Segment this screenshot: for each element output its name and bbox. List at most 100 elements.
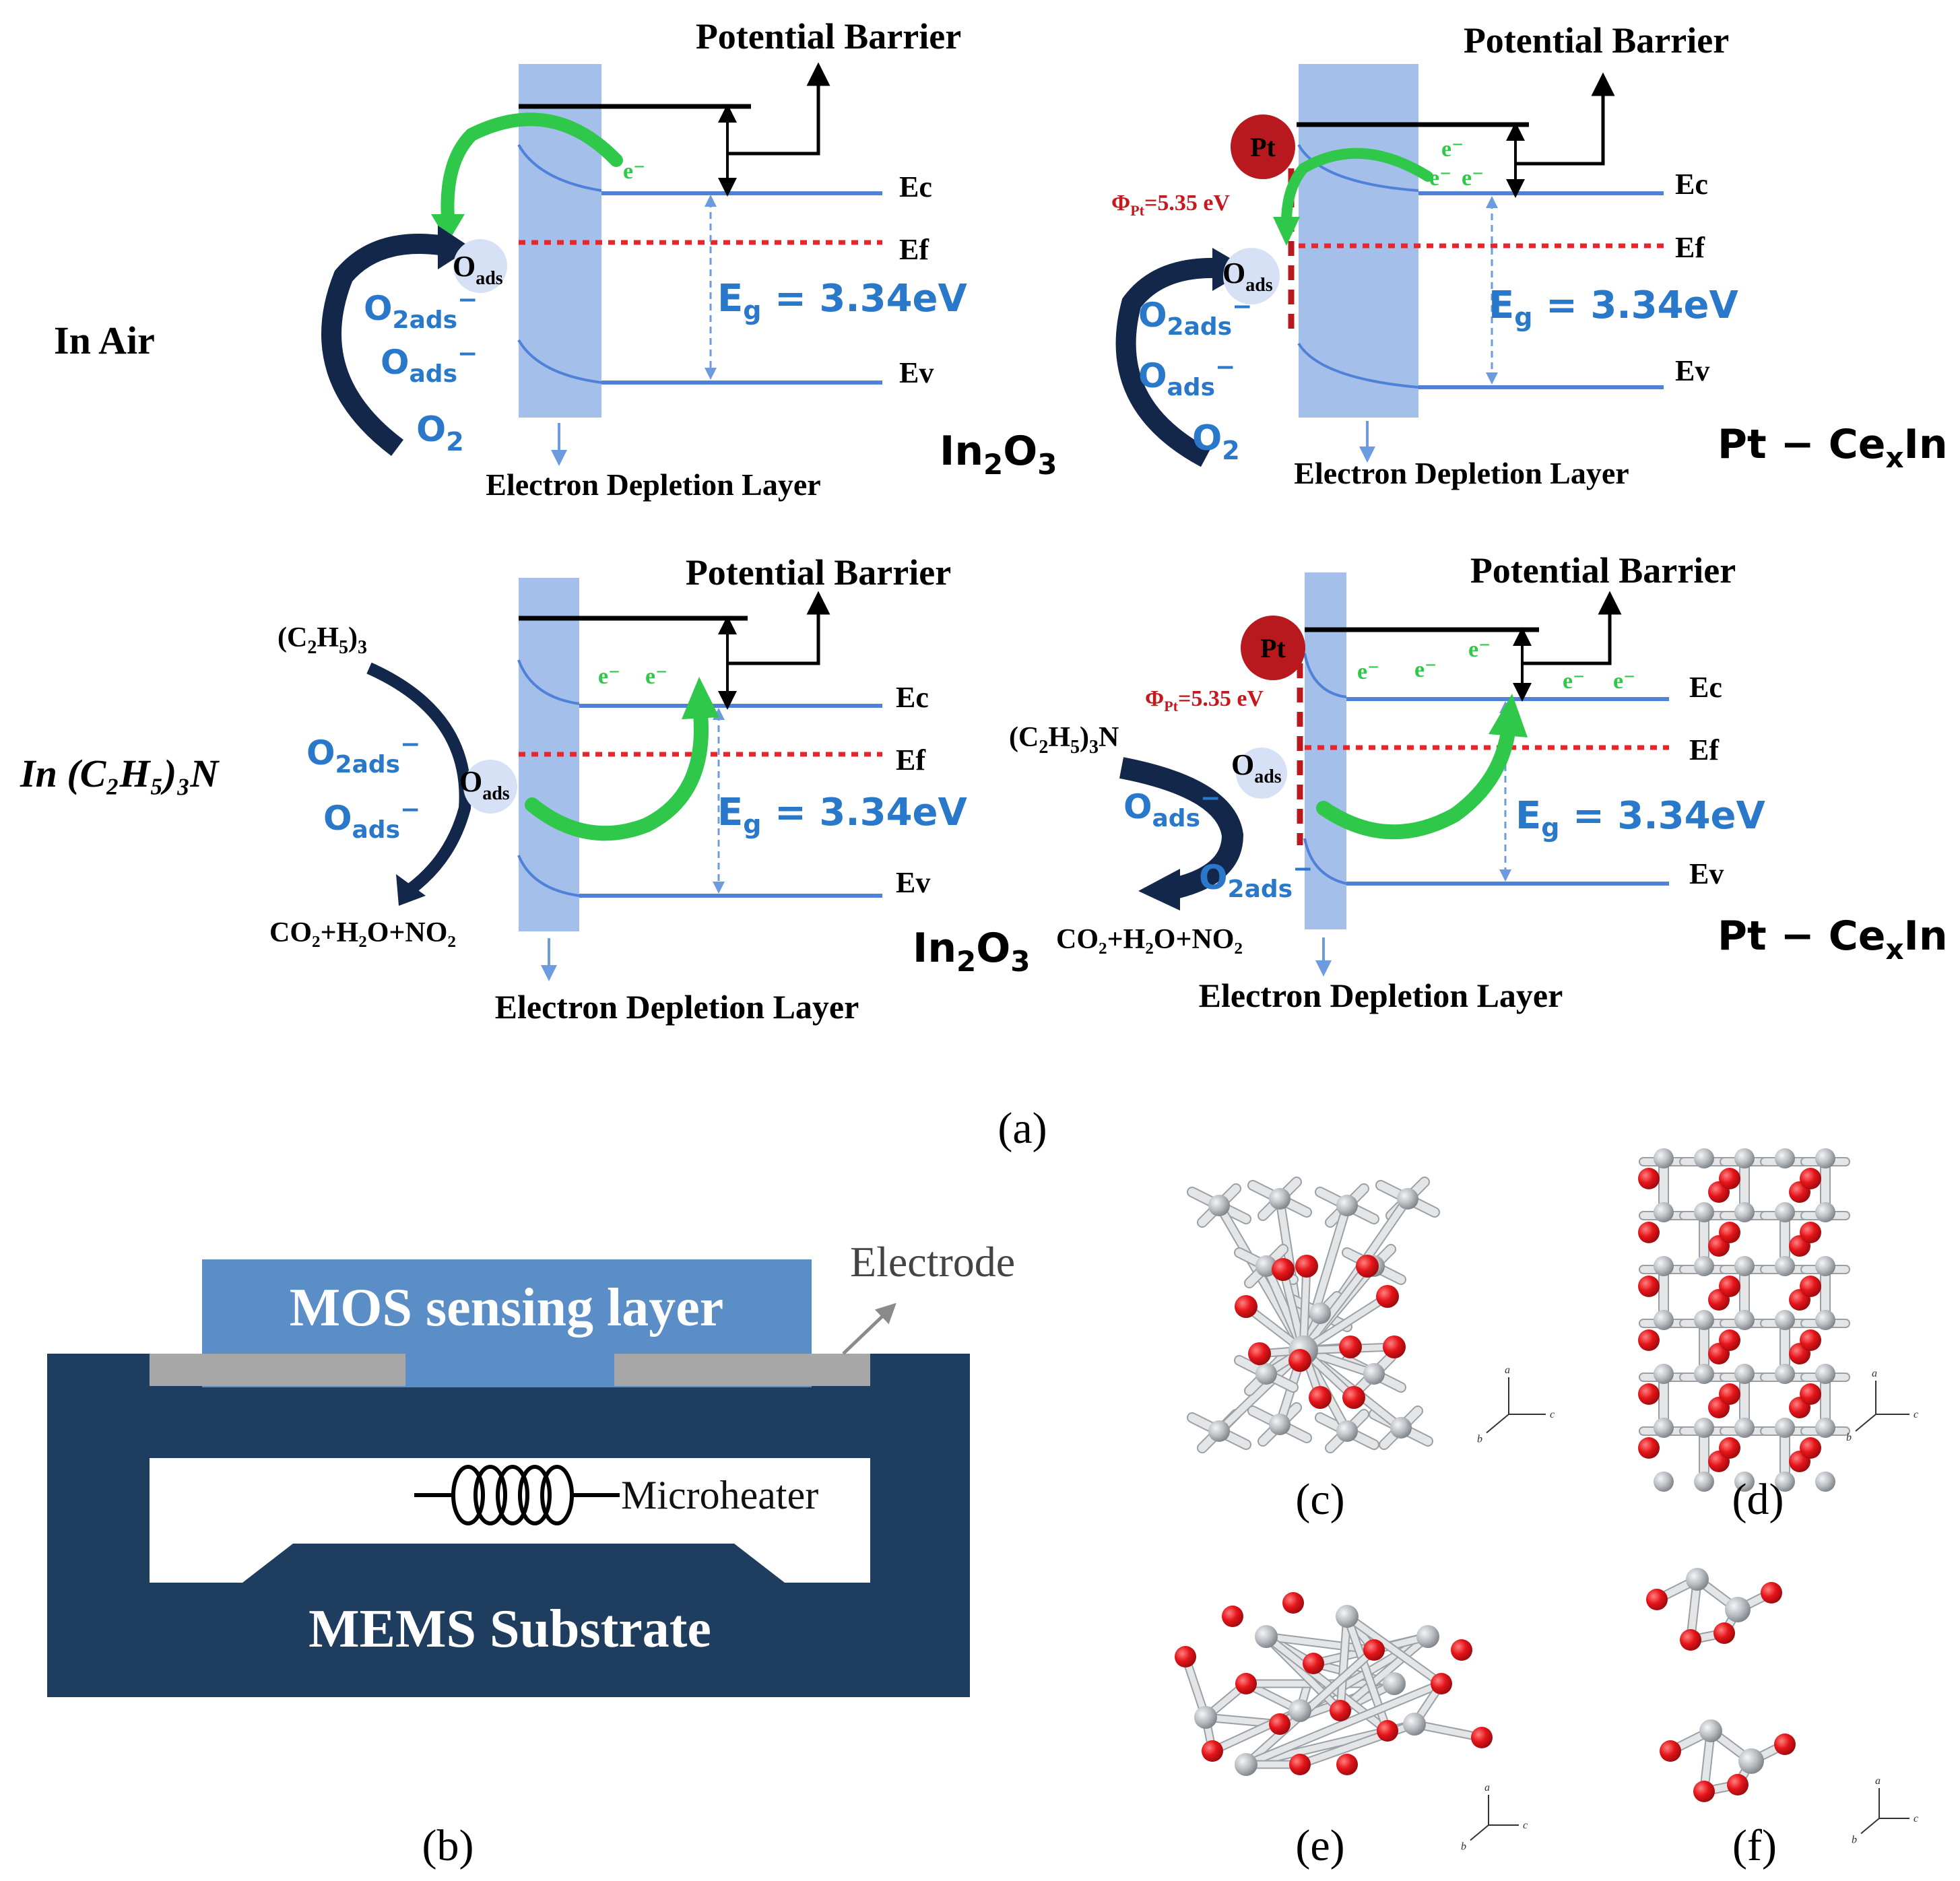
axis-triad: abc xyxy=(1461,1782,1528,1853)
barrier-pointer xyxy=(727,62,830,156)
axis-label-b: b xyxy=(1477,1434,1482,1445)
metal-atom xyxy=(1738,1748,1764,1774)
depletion-layer xyxy=(1299,64,1418,418)
electron-label: e⁻ xyxy=(1441,137,1464,162)
oxygen-atom xyxy=(1272,1258,1295,1281)
metal-atom xyxy=(1288,1699,1311,1722)
bandgap-label: Eg = 3.34eV xyxy=(1489,284,1739,332)
oxygen-atom xyxy=(1638,1276,1660,1297)
metal-atom xyxy=(1734,1364,1755,1384)
band-bend-ec xyxy=(517,144,602,192)
oxygen-atom xyxy=(1330,1700,1351,1721)
metal-atom xyxy=(1815,1148,1835,1168)
oxygen-atom xyxy=(1646,1589,1668,1610)
oxygen-atom xyxy=(1800,1168,1821,1189)
oads-label: Oads xyxy=(1231,748,1282,787)
ev-label: Ev xyxy=(1689,857,1724,890)
band-diagram-tea-pt xyxy=(1119,572,1669,977)
metal-atom xyxy=(1403,1713,1426,1736)
oxygen-atom xyxy=(1713,1622,1735,1644)
metal-atom xyxy=(1775,1310,1795,1330)
metal-atom xyxy=(1815,1364,1835,1384)
material-label-in2o3: In2O3 xyxy=(940,428,1057,481)
o2ads-label: O2ads− xyxy=(364,286,478,334)
metal-atom xyxy=(1255,1255,1277,1277)
caption-d: (d) xyxy=(1732,1475,1784,1524)
oxygen-atom xyxy=(1638,1329,1660,1351)
metal-atom xyxy=(1694,1202,1714,1222)
work-function-label: ΦPt=5.35 eV xyxy=(1145,686,1264,715)
electron-label: e⁻ xyxy=(1357,659,1379,684)
oxygen-atom xyxy=(1719,1329,1740,1351)
tea-labels: (C2H5)3 (C2H5)3N CO₂+H₂O+NO₂ CO₂+H₂O+NO₂ xyxy=(269,622,1243,955)
ev-label: Ev xyxy=(896,866,930,899)
metal-atom xyxy=(1694,1148,1714,1168)
products-label: CO₂+H₂O+NO₂ xyxy=(1056,924,1243,955)
oxygen-atom xyxy=(1342,1386,1365,1409)
oads-ion-label: Oads− xyxy=(323,796,420,844)
row-label-air: In Air xyxy=(54,319,155,362)
oxygen-atom xyxy=(1383,1335,1406,1358)
oxygen-atom xyxy=(1638,1168,1660,1189)
oxygen-atom xyxy=(1222,1606,1243,1627)
metal-atom xyxy=(1336,1420,1358,1442)
electrode-left xyxy=(150,1354,405,1386)
axis-label-a: a xyxy=(1484,1782,1490,1793)
oxygen-atom xyxy=(1363,1639,1385,1661)
potential-barrier-label: Potential Barrier xyxy=(1470,550,1736,591)
metal-atom xyxy=(1734,1256,1755,1276)
metal-atom xyxy=(1734,1472,1755,1492)
oxygen-atom xyxy=(1269,1713,1291,1735)
o2ads-label: O2ads− xyxy=(306,731,420,779)
metal-atom xyxy=(1269,1188,1291,1210)
oxygen-atom xyxy=(1289,1754,1311,1775)
axis-label-b: b xyxy=(1846,1432,1852,1443)
crystal-structures: abc abc abc abc (c) (d) (e) (f) xyxy=(1175,1148,1918,1870)
axis-label-a: a xyxy=(1505,1364,1510,1376)
metal-atom xyxy=(1363,1363,1385,1385)
ec-label: Ec xyxy=(896,681,929,714)
oxygen-atom xyxy=(1282,1592,1304,1614)
reaction-arrow xyxy=(366,662,471,894)
metal-atom xyxy=(1416,1625,1439,1648)
metal-atom xyxy=(1694,1472,1714,1492)
oxygen-atom xyxy=(1288,1349,1311,1372)
pt-labels: Pt Pt ΦPt=5.35 eV ΦPt=5.35 eV xyxy=(1111,132,1286,715)
band-diagram-air-in2o3 xyxy=(321,62,882,466)
oxygen-atom xyxy=(1295,1255,1318,1278)
panel-a: Potential Barrier Potential Barrier Pote… xyxy=(20,16,1948,1153)
metal-atom xyxy=(1734,1148,1755,1168)
oads-ion-label: Oads− xyxy=(381,340,478,388)
adsorption-arrow xyxy=(321,234,447,456)
oxygen-atom xyxy=(1800,1222,1821,1243)
potential-barrier-label: Potential Barrier xyxy=(696,16,961,57)
barrier-pointer xyxy=(1515,72,1615,166)
metal-atom xyxy=(1654,1310,1674,1330)
oxygen-atom xyxy=(1175,1646,1196,1668)
ec-label: Ec xyxy=(1689,671,1722,704)
oxygen-atom xyxy=(1638,1437,1660,1459)
oxygen-atom xyxy=(1693,1781,1715,1802)
row-label-tea: In (C₂H₅)₃N xyxy=(20,752,220,795)
metal-atom xyxy=(1336,1605,1359,1628)
pt-label: Pt xyxy=(1260,633,1286,663)
caption-b: (b) xyxy=(422,1821,474,1870)
electrons: e⁻ e⁻ e⁻ e⁻ e⁻ e⁻ e⁻ e⁻ e⁻ e⁻ e⁻ xyxy=(598,137,1635,694)
oads-site xyxy=(453,239,507,293)
oxygen-atom xyxy=(1336,1754,1358,1775)
depletion-label: Electron Depletion Layer xyxy=(1294,456,1629,490)
oxygen-atom xyxy=(1309,1386,1332,1409)
microheater-label: Microheater xyxy=(621,1473,818,1517)
oxygen-atom xyxy=(1800,1437,1821,1459)
mems-substrate xyxy=(47,1354,970,1697)
pt-particle xyxy=(1241,616,1305,680)
metal-atom xyxy=(1654,1472,1674,1492)
electron-label: e⁻ xyxy=(1429,166,1451,191)
oads-ion-label: Oads− xyxy=(1123,785,1220,832)
band-diagram-air-pt xyxy=(1115,64,1664,467)
oads-site xyxy=(1236,748,1287,799)
oxygen-atom xyxy=(1800,1276,1821,1297)
metal-atom xyxy=(1775,1472,1795,1492)
oads-label: Oads xyxy=(459,765,510,804)
panel-a-text: Potential Barrier Potential Barrier Pote… xyxy=(20,16,1736,1026)
